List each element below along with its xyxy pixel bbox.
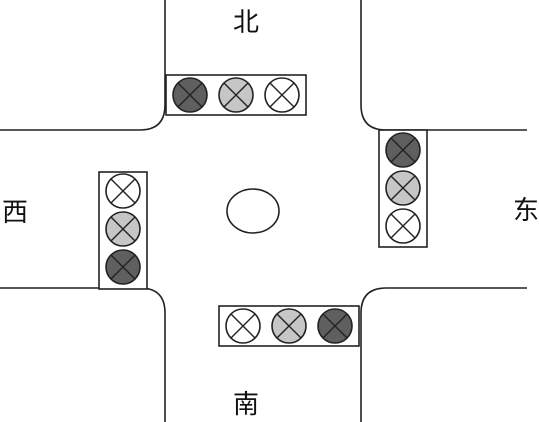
lamp-cross-icon xyxy=(223,82,249,108)
lamp-cross-icon xyxy=(322,313,348,339)
lamp-cross-icon xyxy=(390,213,416,239)
lamp-cross-icon xyxy=(110,216,136,242)
traffic-lamp-north-1 xyxy=(172,77,208,113)
central-island xyxy=(226,188,280,234)
traffic-lamp-south-2 xyxy=(271,308,307,344)
direction-label-west: 西 xyxy=(2,198,29,228)
traffic-lamp-north-2 xyxy=(218,77,254,113)
lamp-cross-icon xyxy=(110,254,136,280)
road-edge-southwest xyxy=(0,287,166,422)
traffic-lamp-west-1 xyxy=(105,173,141,209)
traffic-lamp-east-2 xyxy=(385,170,421,206)
road-edge-northwest xyxy=(0,0,166,131)
lamp-cross-icon xyxy=(230,313,256,339)
direction-label-north: 北 xyxy=(233,8,260,38)
road-edge-northeast xyxy=(360,0,527,131)
road-edge-southeast xyxy=(360,287,527,422)
lamp-cross-icon xyxy=(177,82,203,108)
lamp-cross-icon xyxy=(269,82,295,108)
lamp-cross-icon xyxy=(390,137,416,163)
traffic-lamp-west-2 xyxy=(105,211,141,247)
traffic-lamp-west-3 xyxy=(105,249,141,285)
traffic-lamp-east-3 xyxy=(385,208,421,244)
lamp-cross-icon xyxy=(276,313,302,339)
traffic-lamps xyxy=(105,77,421,344)
traffic-lamp-north-3 xyxy=(264,77,300,113)
traffic-lamp-east-1 xyxy=(385,132,421,168)
lamp-cross-icon xyxy=(110,178,136,204)
lamp-cross-icon xyxy=(390,175,416,201)
traffic-lamp-south-3 xyxy=(317,308,353,344)
direction-label-east: 东 xyxy=(513,196,539,226)
direction-label-south: 南 xyxy=(233,390,260,420)
traffic-lamp-south-1 xyxy=(225,308,261,344)
